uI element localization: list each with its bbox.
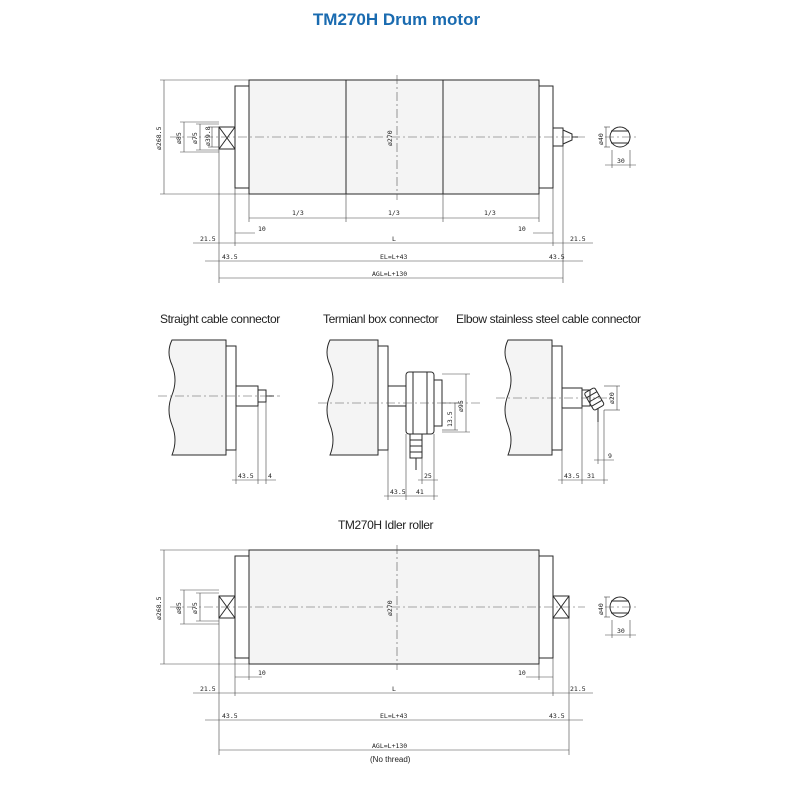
terminal-connector-label: Termianl box connector bbox=[323, 312, 439, 326]
terminal-dim-41: 41 bbox=[416, 488, 424, 496]
dim-third-3: 1/3 bbox=[484, 209, 496, 217]
idler-dim-21-5-right: 21.5 bbox=[570, 685, 586, 693]
straight-dim-43-5: 43.5 bbox=[238, 472, 254, 480]
dim-el: EL=L+43 bbox=[380, 253, 407, 261]
idler-dim-21-5-left: 21.5 bbox=[200, 685, 216, 693]
dim-30: 30 bbox=[617, 157, 625, 165]
idler-dim-el: EL=L+43 bbox=[380, 712, 407, 720]
dim-10-left: 10 bbox=[258, 225, 266, 233]
elbow-dim-43-5: 43.5 bbox=[564, 472, 580, 480]
dim-L: L bbox=[392, 235, 396, 243]
idler-dim-dia-85: ø85 bbox=[175, 602, 183, 614]
dim-dia-40: ø40 bbox=[597, 133, 605, 145]
connector-views: Straight cable connector 43.5 4 Termianl… bbox=[158, 312, 641, 500]
dim-dia-268-5: ø268.5 bbox=[155, 126, 163, 150]
idler-no-thread-note: (No thread) bbox=[370, 755, 411, 764]
idler-dim-dia-40: ø40 bbox=[597, 603, 605, 615]
dim-21-5-right: 21.5 bbox=[570, 235, 586, 243]
terminal-dim-95: ø95 bbox=[457, 400, 465, 412]
dim-43-5-left: 43.5 bbox=[222, 253, 238, 261]
idler-dim-43-5-left: 43.5 bbox=[222, 712, 238, 720]
dim-dia-39-8: ø39.8 bbox=[204, 126, 212, 146]
idler-dim-agl: AGL=L+130 bbox=[372, 742, 407, 750]
elbow-connector-label: Elbow stainless steel cable connector bbox=[456, 312, 641, 326]
terminal-dim-13-5: 13.5 bbox=[446, 411, 454, 427]
dim-10-right: 10 bbox=[518, 225, 526, 233]
dim-43-5-right: 43.5 bbox=[549, 253, 565, 261]
idler-dim-10-left: 10 bbox=[258, 669, 266, 677]
dim-dia-75: ø75 bbox=[191, 132, 199, 144]
idler-dim-30: 30 bbox=[617, 627, 625, 635]
terminal-dim-43-5: 43.5 bbox=[390, 488, 406, 496]
drum-motor-drawing: ø268.5 ø85 ø75 ø39.8 ø270 ø40 30 1/3 bbox=[155, 75, 636, 283]
straight-dim-4: 4 bbox=[268, 472, 272, 480]
dim-21-5-left: 21.5 bbox=[200, 235, 216, 243]
idler-label: TM270H Idler roller bbox=[338, 518, 434, 532]
idler-dim-43-5-right: 43.5 bbox=[549, 712, 565, 720]
elbow-dim-31: 31 bbox=[587, 472, 595, 480]
idler-dim-L: L bbox=[392, 685, 396, 693]
idler-dim-dia-270: ø270 bbox=[386, 600, 394, 616]
idler-dim-10-right: 10 bbox=[518, 669, 526, 677]
dim-third-1: 1/3 bbox=[292, 209, 304, 217]
elbow-dim-9: 9 bbox=[608, 452, 612, 460]
dim-dia-270: ø270 bbox=[386, 130, 394, 146]
idler-roller-drawing: TM270H Idler roller ø268.5 ø85 ø75 ø270 … bbox=[155, 518, 636, 764]
page-title: TM270H Drum motor bbox=[312, 10, 481, 29]
dim-third-2: 1/3 bbox=[388, 209, 400, 217]
idler-dim-dia-75: ø75 bbox=[191, 602, 199, 614]
terminal-dim-25: 25 bbox=[424, 472, 432, 480]
idler-dim-dia-268-5: ø268.5 bbox=[155, 596, 163, 620]
straight-connector-label: Straight cable connector bbox=[160, 312, 280, 326]
dim-agl: AGL=L+130 bbox=[372, 270, 407, 278]
elbow-dim-20: ø20 bbox=[608, 392, 616, 404]
dim-dia-85: ø85 bbox=[175, 132, 183, 144]
